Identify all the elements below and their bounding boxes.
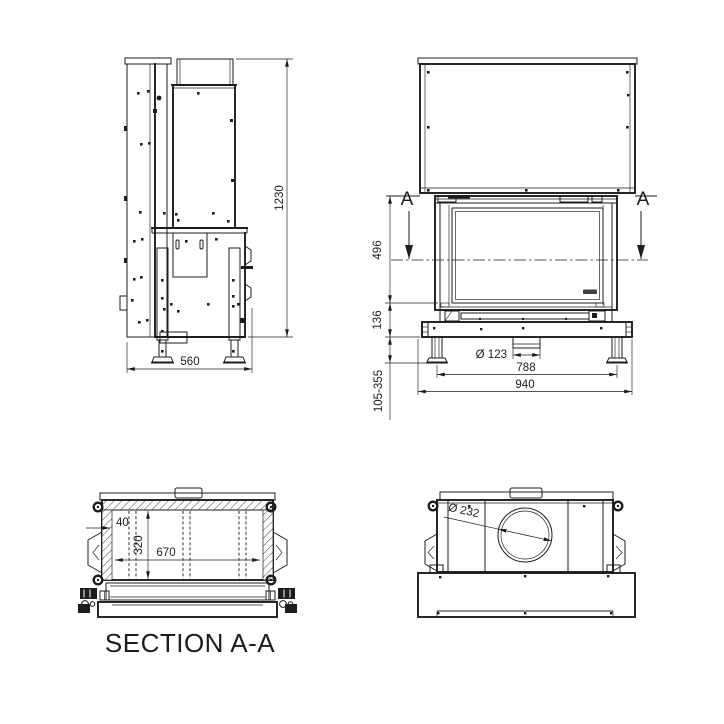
side-top-plate bbox=[124, 57, 172, 65]
section-rib-columns bbox=[128, 511, 247, 579]
section-width-dimension: 670 bbox=[115, 547, 260, 562]
front-lower-band bbox=[439, 310, 613, 322]
top-side-brackets bbox=[424, 533, 626, 574]
wall-thickness-label: 40 bbox=[116, 517, 129, 529]
front-overall-width-dimension: 940 bbox=[417, 339, 633, 395]
front-view: A A bbox=[372, 57, 657, 420]
overall-width-label: 940 bbox=[515, 379, 534, 391]
front-base-platform bbox=[421, 321, 633, 338]
side-fastener-dots bbox=[124, 90, 240, 353]
side-view: 560 1230 bbox=[119, 57, 293, 373]
top-plate bbox=[439, 491, 614, 501]
glass-height-label: 496 bbox=[372, 240, 384, 259]
section-roller-left bbox=[78, 588, 110, 613]
side-height-dimension: 1230 bbox=[236, 58, 293, 338]
top-fastener-dots bbox=[437, 505, 613, 615]
section-view: 40 320 670 bbox=[78, 487, 297, 658]
side-back-panel bbox=[126, 63, 168, 338]
section-side-brackets bbox=[87, 531, 288, 574]
top-base-plate bbox=[417, 572, 636, 618]
side-legs bbox=[151, 247, 246, 364]
front-leg-span-dimension: 788 bbox=[436, 362, 618, 378]
inner-width-label: 670 bbox=[156, 547, 175, 559]
leg-range-label: 105-355 bbox=[373, 370, 385, 412]
top-corner-bolts bbox=[427, 500, 624, 512]
duct-diameter-label: Ø 123 bbox=[476, 349, 507, 361]
base-band-label: 136 bbox=[372, 310, 384, 329]
top-flue-opening bbox=[497, 507, 553, 563]
flue-diameter-label: Ø 232 bbox=[447, 502, 480, 520]
front-floor-duct bbox=[512, 336, 541, 349]
front-legs bbox=[426, 336, 628, 364]
section-box bbox=[101, 499, 274, 581]
front-glass bbox=[451, 207, 604, 304]
side-height-label: 1230 bbox=[274, 185, 286, 211]
section-marker-left: A bbox=[401, 189, 414, 210]
section-lower-assembly bbox=[97, 582, 278, 618]
brand-logo-mark bbox=[583, 289, 597, 294]
side-flue-collar bbox=[176, 58, 234, 86]
section-depth-dimension: 320 bbox=[133, 510, 150, 579]
leg-span-label: 788 bbox=[516, 362, 535, 374]
side-bottom-lip bbox=[159, 331, 188, 344]
front-duct-diameter-dimension: Ø 123 bbox=[476, 348, 541, 361]
side-hood-body bbox=[172, 84, 236, 229]
front-fastener-dots bbox=[427, 71, 630, 192]
front-firebox bbox=[434, 195, 618, 311]
side-depth-label: 560 bbox=[180, 356, 199, 368]
front-leg-range-dimension: 105-355 bbox=[373, 337, 426, 420]
section-right-wall-hatch bbox=[262, 509, 274, 581]
side-depth-dimension: 560 bbox=[126, 308, 253, 373]
section-cut-markers: A A bbox=[386, 189, 657, 259]
section-title: SECTION A-A bbox=[105, 628, 275, 658]
top-box bbox=[436, 499, 614, 573]
section-left-wall-hatch bbox=[101, 509, 113, 581]
top-view: Ø 232 bbox=[417, 487, 636, 618]
section-corner-bolts bbox=[92, 501, 277, 586]
inner-depth-label: 320 bbox=[133, 535, 145, 554]
section-marker-right: A bbox=[637, 189, 650, 210]
side-access-door bbox=[172, 232, 208, 278]
section-wall-thickness-dimension: 40 bbox=[86, 517, 129, 530]
section-top-wall-hatch bbox=[101, 499, 274, 511]
side-wall-bracket bbox=[119, 295, 128, 311]
front-hood bbox=[419, 63, 636, 194]
top-cap bbox=[509, 487, 543, 499]
front-glass-height-dimension: 496 bbox=[372, 196, 438, 304]
section-roller-right bbox=[265, 588, 297, 613]
front-base-band-dimension: 136 bbox=[372, 303, 420, 338]
section-top-plate bbox=[99, 492, 276, 501]
